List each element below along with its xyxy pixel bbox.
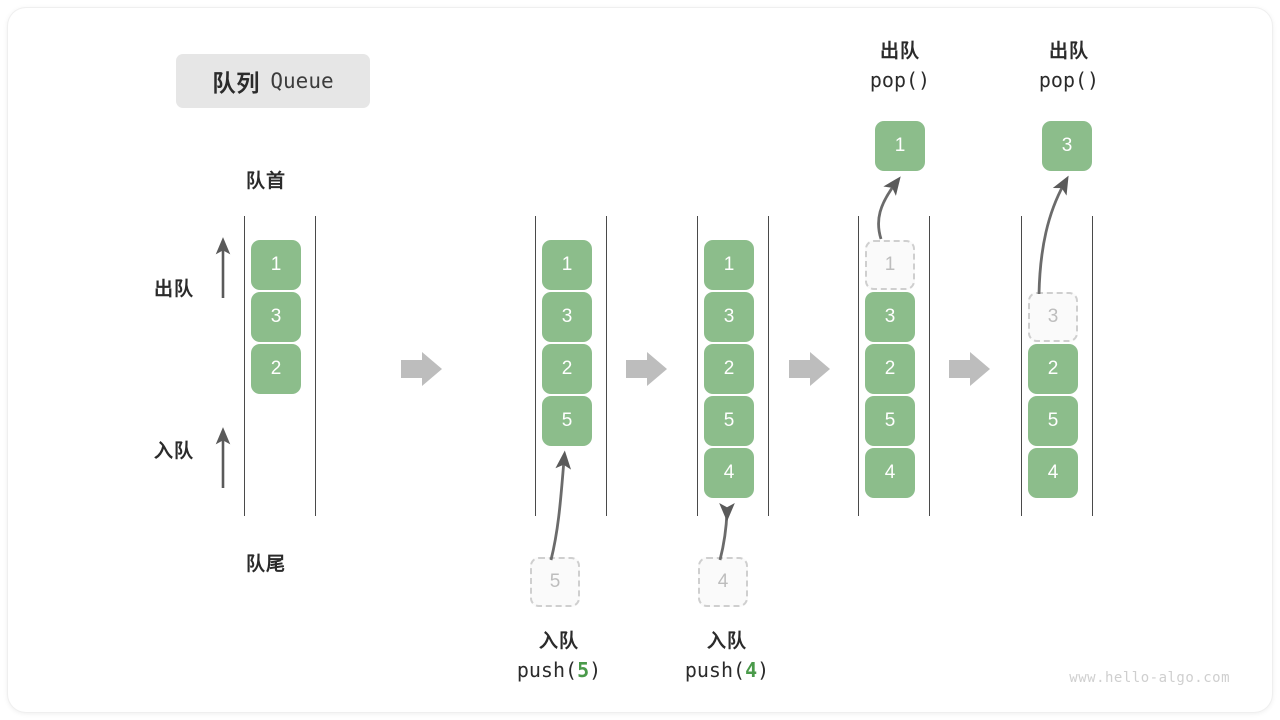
queue-rail-left [535, 216, 536, 516]
queue-cell: 3 [251, 292, 301, 342]
flow-arrow [626, 352, 667, 386]
queue-cell: 2 [542, 344, 592, 394]
pop-3-caption: 出队 pop() [979, 38, 1159, 95]
queue-cell: 2 [704, 344, 754, 394]
queue-cell: 1 [251, 240, 301, 290]
flow-arrow [401, 352, 442, 386]
flow-arrow [789, 352, 830, 386]
title-chinese: 队列 [212, 70, 261, 96]
push-caption-chinese: 入队 [706, 631, 747, 652]
queue-stage-pop-1: 1 3 2 5 4 [858, 216, 930, 516]
queue-cell: 3 [542, 292, 592, 342]
pop-caption-code: pop() [869, 67, 931, 92]
site-watermark: www.hello-algo.com [1069, 670, 1230, 686]
push-caption-code: push(4) [684, 657, 770, 682]
diagram-title-badge: 队列 Queue [176, 54, 370, 108]
pop-caption-chinese: 出队 [879, 41, 920, 62]
queue-cell: 2 [251, 344, 301, 394]
queue-cell: 2 [865, 344, 915, 394]
flow-arrow [949, 352, 990, 386]
dequeue-direction-label: 出队 [154, 279, 195, 300]
popped-slot-ghost: 3 [1028, 292, 1078, 342]
queue-rail-right [768, 216, 769, 516]
incoming-element-ghost: 4 [698, 557, 748, 607]
queue-cell: 4 [1028, 448, 1078, 498]
queue-rail-left [244, 216, 245, 516]
queue-cell: 4 [704, 448, 754, 498]
incoming-element-ghost: 5 [530, 557, 580, 607]
pop-caption-code: pop() [1038, 67, 1100, 92]
queue-cell: 5 [704, 396, 754, 446]
enqueue-direction-label: 入队 [154, 441, 195, 462]
queue-stage-initial: 1 3 2 [244, 216, 316, 516]
push-4-caption: 入队 push(4) [637, 628, 817, 685]
pop-1-caption: 出队 pop() [810, 38, 990, 95]
push-caption-chinese: 入队 [538, 631, 579, 652]
queue-cell: 1 [704, 240, 754, 290]
queue-stage-after-push-5: 1 3 2 5 [535, 216, 607, 516]
queue-cell: 5 [865, 396, 915, 446]
queue-head-label: 队首 [246, 171, 287, 192]
queue-rail-left [858, 216, 859, 516]
popped-element: 1 [875, 121, 925, 171]
queue-rail-right [929, 216, 930, 516]
queue-rail-left [1021, 216, 1022, 516]
queue-rail-right [1092, 216, 1093, 516]
queue-tail-label: 队尾 [246, 554, 287, 575]
queue-cell: 3 [704, 292, 754, 342]
title-english: Queue [270, 69, 334, 93]
push-5-caption: 入队 push(5) [469, 628, 649, 685]
queue-stage-after-push-4: 1 3 2 5 4 [697, 216, 769, 516]
queue-rail-left [697, 216, 698, 516]
queue-rail-right [606, 216, 607, 516]
queue-cell: 1 [542, 240, 592, 290]
pop-caption-chinese: 出队 [1048, 41, 1089, 62]
popped-element: 3 [1042, 121, 1092, 171]
queue-cell: 4 [865, 448, 915, 498]
queue-cell: 5 [542, 396, 592, 446]
queue-rail-right [315, 216, 316, 516]
popped-slot-ghost: 1 [865, 240, 915, 290]
queue-cell: 5 [1028, 396, 1078, 446]
queue-cell: 3 [865, 292, 915, 342]
queue-cell: 2 [1028, 344, 1078, 394]
queue-stage-pop-3: 3 2 5 4 [1021, 216, 1093, 516]
push-caption-code: push(5) [516, 657, 602, 682]
diagram-card: 队列 Queue 队首 队尾 出队 入队 1 3 2 1 3 2 5 5 入队 [8, 8, 1272, 712]
push-4-arrow [718, 503, 735, 561]
